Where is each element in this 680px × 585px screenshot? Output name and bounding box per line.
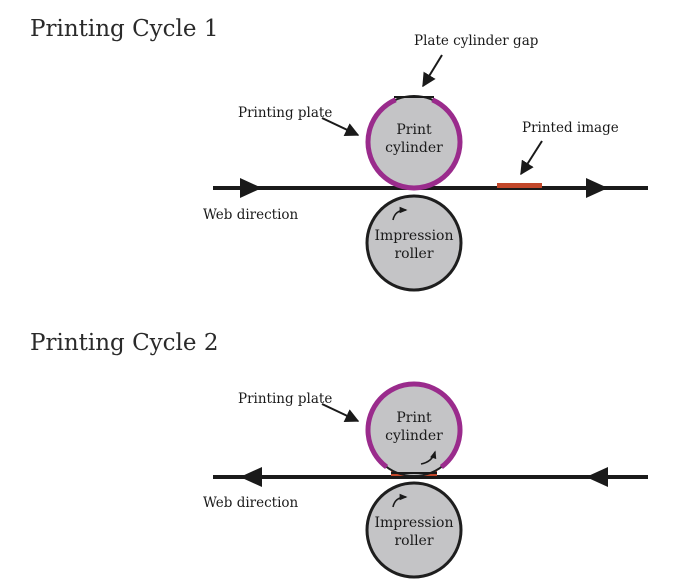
cycle-1-title: Printing Cycle 1 (30, 16, 218, 42)
cycle-1-web-arrow-right (586, 178, 608, 198)
cycle-2-web-arrow-right (586, 467, 608, 487)
cycle-1-impression-roller-label-line-2: roller (394, 246, 433, 262)
cycle-1: Printing Cycle 1 Web direction Printed i… (30, 16, 648, 292)
cycle-1-web-direction-label: Web direction (203, 207, 299, 223)
cycle-1-gap-pointer (422, 54, 443, 88)
cycle-1-web-arrow-left (240, 178, 262, 198)
cycle-1-roller-rotation-icon (392, 206, 408, 221)
cycle-2-printing-plate (365, 381, 463, 470)
cycle-1-printing-plate (365, 97, 463, 191)
cycle-1-printed-image (497, 183, 542, 188)
cycle-2: Printing Cycle 2 Web direction Print cyl… (30, 330, 648, 579)
cycle-1-plate-pointer (321, 117, 360, 136)
cycle-2-impression-roller (365, 481, 463, 579)
cycle-1-plate-label: Printing plate (238, 105, 332, 121)
cycle-1-printed-image-pointer (520, 140, 543, 176)
cycle-2-print-cylinder-label-line-1: Print (396, 410, 432, 426)
cycle-2-cylinder-rotation-icon (420, 450, 437, 465)
cycle-2-title: Printing Cycle 2 (30, 330, 218, 356)
cycle-2-web-arrow-left (240, 467, 262, 487)
cycle-1-impression-roller-label-line-1: Impression (374, 228, 453, 244)
cycle-2-plate-label: Printing plate (238, 391, 332, 407)
cycle-1-printed-image-label: Printed image (522, 120, 619, 136)
cycle-2-impression-roller-label-line-1: Impression (374, 515, 453, 531)
cycle-1-print-cylinder-label-line-1: Print (396, 122, 432, 138)
cycle-1-gap-label: Plate cylinder gap (414, 33, 538, 49)
cycle-1-print-cylinder-label-line-2: cylinder (385, 140, 443, 156)
cycle-2-plate-pointer (321, 403, 360, 422)
cycle-1-impression-roller (365, 194, 463, 292)
cycle-2-web-direction-label: Web direction (203, 495, 299, 511)
cycle-2-print-cylinder-label-line-2: cylinder (385, 428, 443, 444)
cycle-2-impression-roller-label-line-2: roller (394, 533, 433, 549)
cycle-2-roller-rotation-icon (392, 493, 408, 508)
